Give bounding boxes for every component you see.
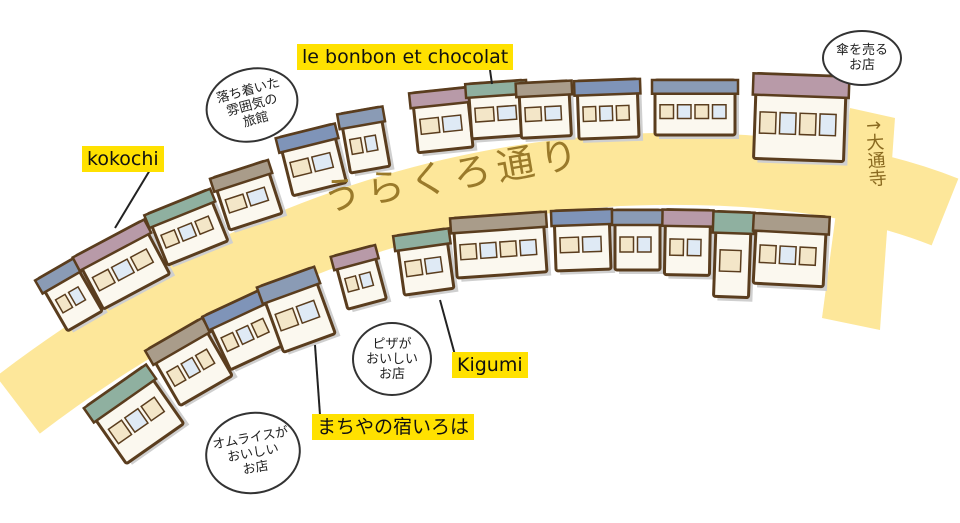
building	[751, 72, 851, 166]
bubble-umbrella: 傘を売るお店	[822, 30, 902, 86]
building	[391, 226, 459, 299]
building	[329, 243, 392, 313]
building	[572, 77, 644, 143]
building	[33, 255, 108, 333]
buildings	[33, 72, 851, 465]
building	[208, 158, 288, 233]
main-road	[0, 132, 959, 434]
shop-label-kokochi[interactable]: kokochi	[82, 146, 164, 172]
shop-label-machiya[interactable]: まちやの宿いろは	[312, 414, 475, 440]
building	[711, 209, 756, 302]
building	[650, 78, 740, 139]
building	[514, 79, 576, 143]
building	[274, 121, 352, 199]
building	[142, 187, 234, 268]
building	[448, 210, 552, 282]
building	[463, 78, 532, 143]
shop-label-bonbon[interactable]: le bonbon et chocolat	[297, 44, 514, 70]
building	[335, 105, 395, 177]
bubble-pizza: ピザがおいしいお店	[352, 322, 432, 396]
building	[549, 207, 616, 275]
building	[661, 208, 715, 280]
building	[610, 208, 665, 274]
building	[255, 265, 341, 355]
building	[407, 85, 478, 157]
building	[751, 211, 832, 291]
shop-label-kigumi[interactable]: Kigumi	[452, 352, 528, 378]
leader-lines	[114, 69, 493, 416]
building	[82, 362, 190, 465]
branch-road-name: ↑大通寺	[861, 117, 888, 188]
